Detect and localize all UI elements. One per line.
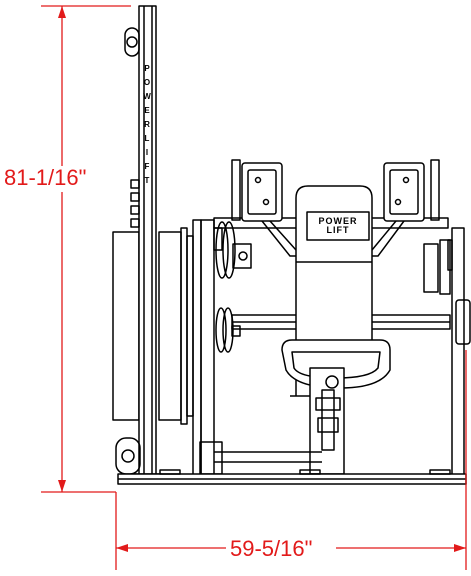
upright-brand-letter: W — [143, 92, 151, 101]
upright-brand-letter: R — [144, 120, 150, 129]
right-handle-arm — [368, 159, 440, 257]
upright-brand-letter: P — [144, 64, 150, 73]
upright-brand-letter: O — [143, 78, 151, 87]
height-dimension-line — [41, 5, 131, 493]
top-pulley — [124, 27, 140, 57]
upright-side-pads — [130, 179, 140, 228]
right-upright — [423, 227, 471, 483]
upright-brand-letter: L — [144, 134, 150, 143]
width-dimension-line — [115, 350, 467, 570]
seat-brand-label: POWER LIFT — [318, 216, 358, 235]
cam-wheels — [215, 221, 252, 353]
front-bumper — [115, 437, 141, 475]
upright-brand-letter: F — [144, 162, 150, 171]
upright-brand-letter: E — [144, 106, 150, 115]
seat-column — [290, 367, 345, 475]
weight-plates-left — [112, 227, 194, 425]
left-handle-arm — [231, 159, 300, 257]
height-dimension-label: 81-1/16" — [2, 165, 89, 190]
upright-brand-letter: I — [145, 148, 149, 157]
width-dimension-label: 59-5/16" — [226, 537, 317, 561]
back-pad — [295, 185, 373, 346]
cable-rods — [199, 441, 322, 475]
upright-brand-letter: T — [144, 176, 150, 185]
base-frame — [117, 469, 467, 485]
